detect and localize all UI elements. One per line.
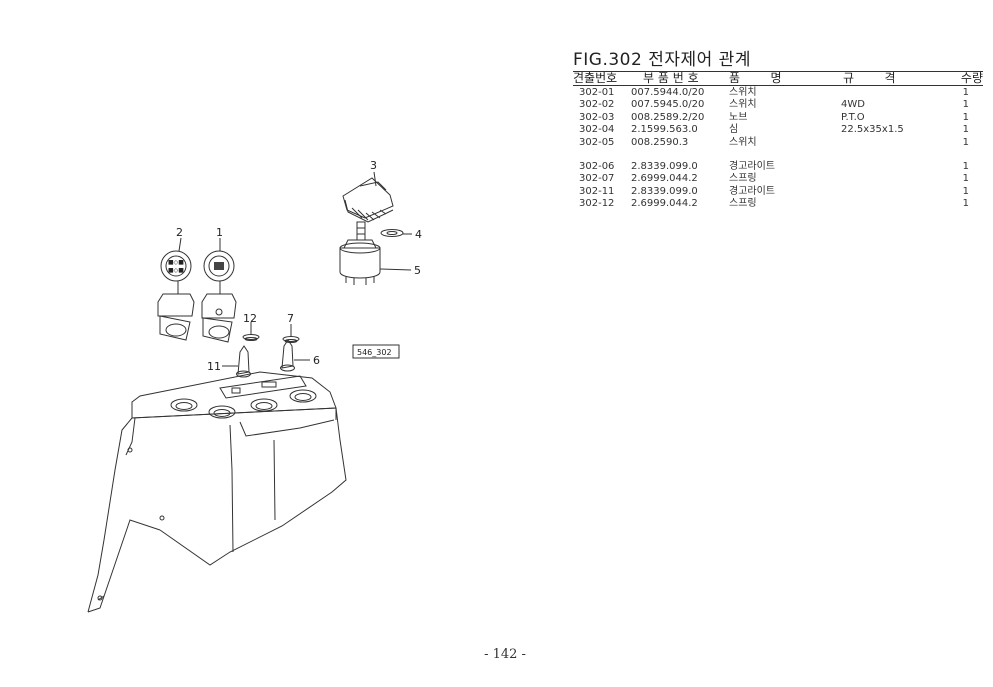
- table-row: 302-11 2.8339.099.0 경고라이트 1: [579, 185, 969, 197]
- svg-text:■◇■: ■◇■: [168, 267, 184, 274]
- header-part-no: 부 품 번 호: [643, 71, 699, 85]
- shim: [380, 229, 404, 237]
- group-spacer: [573, 149, 983, 161]
- callout-4: 4: [415, 228, 422, 241]
- table-row: 302-04 2.1599.563.0 심 22.5x35x1.5 1: [579, 124, 969, 136]
- knob-pto: [342, 177, 394, 223]
- callout-11: 11: [207, 360, 221, 373]
- switch-main: [201, 250, 237, 343]
- drawing-ref-box: [352, 344, 400, 359]
- spring-right: [282, 336, 300, 343]
- parts-table-header: 견출번호 부 품 번 호 품 명 규 격 수량: [573, 68, 983, 86]
- dashboard-housing: [87, 371, 347, 613]
- spring-left: [242, 334, 260, 341]
- warning-light-left: [236, 345, 251, 378]
- table-row: 302-01 007.5944.0/20 스위치 1: [579, 87, 969, 98]
- table-row: 302-03 008.2589.2/20 노브 P.T.O 1: [579, 111, 969, 123]
- table-row: 302-05 008.2590.3 스위치 1: [579, 136, 969, 148]
- drawing-ref: 546_302: [357, 348, 392, 357]
- callout-12: 12: [243, 312, 257, 325]
- header-ref-no: 견출번호: [573, 71, 618, 85]
- exploded-parts-diagram: ■◇■ ■◇■: [87, 159, 422, 613]
- callout-7: 7: [287, 312, 294, 325]
- table-row: 302-06 2.8339.099.0 경고라이트 1: [579, 160, 969, 172]
- leader-lines: [177, 171, 412, 367]
- table-row: 302-02 007.5945.0/20 스위치 4WD 1: [579, 99, 969, 111]
- callout-2: 2: [176, 226, 183, 239]
- table-row: 302-07 2.6999.044.2 스프링 1: [579, 173, 969, 185]
- switch-4wd: ■◇■ ■◇■: [157, 250, 195, 341]
- callout-1: 1: [216, 226, 223, 239]
- figure-title: FIG.302 전자제어 관계: [573, 45, 983, 72]
- header-spec: 규 격: [843, 71, 896, 85]
- rotary-switch: [339, 221, 381, 285]
- header-part-name: 품 명: [729, 71, 782, 85]
- callout-6: 6: [313, 354, 320, 367]
- warning-light-right: [280, 339, 295, 372]
- svg-text:■◇■: ■◇■: [168, 259, 184, 266]
- callout-3: 3: [370, 159, 377, 172]
- table-row: 302-12 2.6999.044.2 스프링 1: [579, 198, 969, 210]
- parts-table-body: 302-01 007.5944.0/20 스위치 1 302-02 007.59…: [573, 87, 983, 211]
- page-number: - 142 -: [484, 647, 526, 662]
- header-qty: 수량: [960, 71, 983, 85]
- callout-5: 5: [414, 264, 421, 277]
